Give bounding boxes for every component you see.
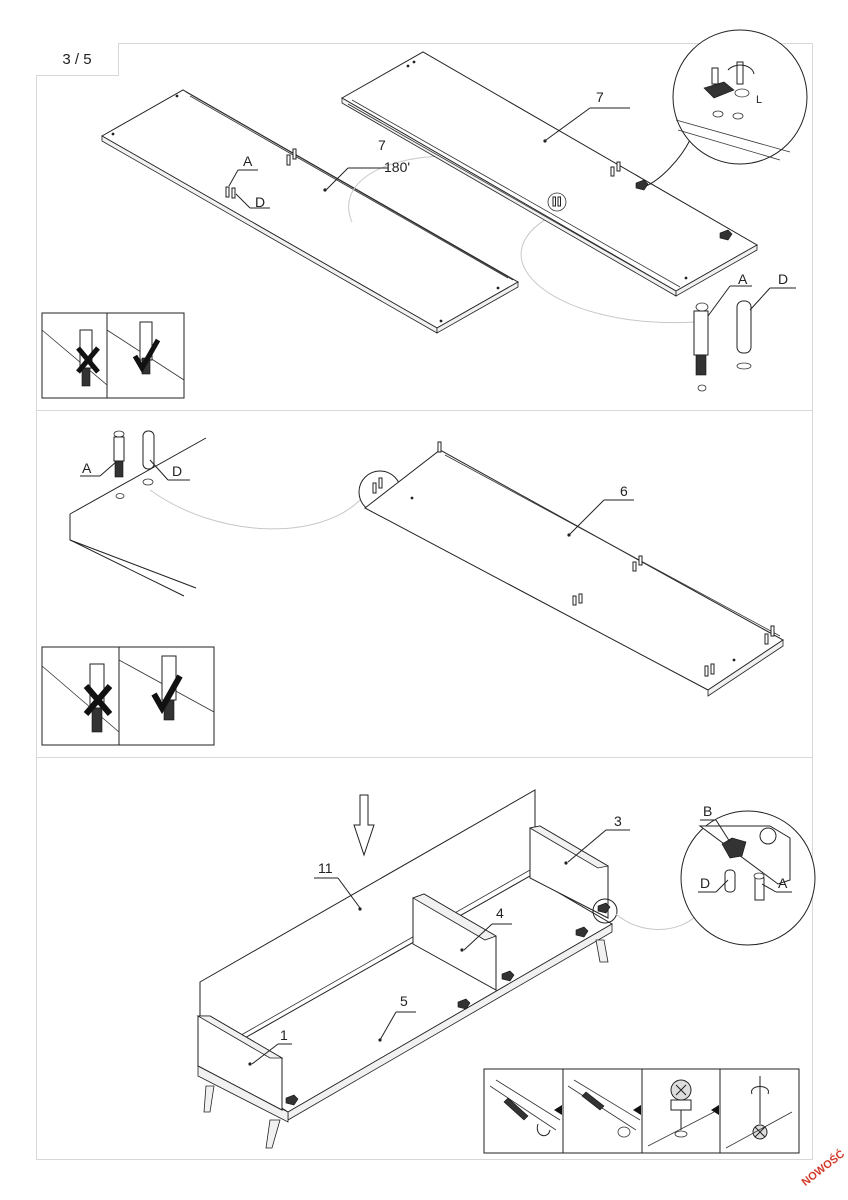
wrong-right-inset-2 <box>41 646 215 746</box>
label-panel-6: 6 <box>620 483 628 499</box>
detail-label-a: A <box>738 271 748 287</box>
callout-a: A <box>243 153 253 169</box>
cam-lock-sequence-strip <box>483 1068 800 1154</box>
section-2-illustration: 6 A D <box>41 430 784 746</box>
section-3-illustration: 11 3 4 5 1 B D A <box>196 789 816 1154</box>
section-divider-2 <box>36 757 813 758</box>
panel-6 <box>364 441 784 697</box>
instruction-frame <box>36 43 813 1160</box>
callout-d-2: D <box>172 463 182 479</box>
detail-label-a-3: A <box>778 875 788 891</box>
detail-label-l: L <box>756 94 762 106</box>
detail-label-d: D <box>778 271 788 287</box>
callout-a-2: A <box>82 460 92 476</box>
fitting-a-bolt-2 <box>113 430 125 478</box>
detail-label-d-3: D <box>700 875 710 891</box>
step-arrow-icon <box>554 1105 562 1115</box>
label-panel-7-right: 7 <box>596 89 604 105</box>
label-part-5: 5 <box>400 993 408 1009</box>
label-part-11: 11 <box>318 860 333 876</box>
label-part-4: 4 <box>496 905 504 921</box>
cam-lock-detail-circle <box>672 29 808 165</box>
panel-7-left <box>100 89 520 334</box>
fitting-d-dowel-2 <box>142 430 155 470</box>
label-part-3: 3 <box>614 813 622 829</box>
callout-d: D <box>255 194 265 210</box>
fitting-a-bolt <box>693 302 709 392</box>
check-mark-icon-2 <box>151 674 183 715</box>
fitting-d-dowel <box>736 300 752 370</box>
joint-detail-circle <box>680 810 816 946</box>
down-arrow-icon <box>353 794 375 857</box>
wrong-cross-icon <box>76 346 100 374</box>
step-indicator: 3 / 5 <box>36 43 119 76</box>
label-part-1: 1 <box>280 1027 288 1043</box>
label-rotation-180: 180' <box>384 159 410 175</box>
label-panel-7-left: 7 <box>378 137 386 153</box>
step-arrow-icon <box>633 1105 641 1115</box>
step-arrow-icon <box>711 1105 719 1115</box>
panel-7-right <box>340 51 759 297</box>
check-mark-icon <box>132 338 161 373</box>
wrong-cross-icon-2 <box>83 684 113 716</box>
section-divider-1 <box>36 410 813 411</box>
wrong-right-inset-1 <box>41 312 185 399</box>
section-1-illustration: 7 180' 7 A D A D L <box>41 29 808 399</box>
detail-label-b: B <box>703 803 712 819</box>
